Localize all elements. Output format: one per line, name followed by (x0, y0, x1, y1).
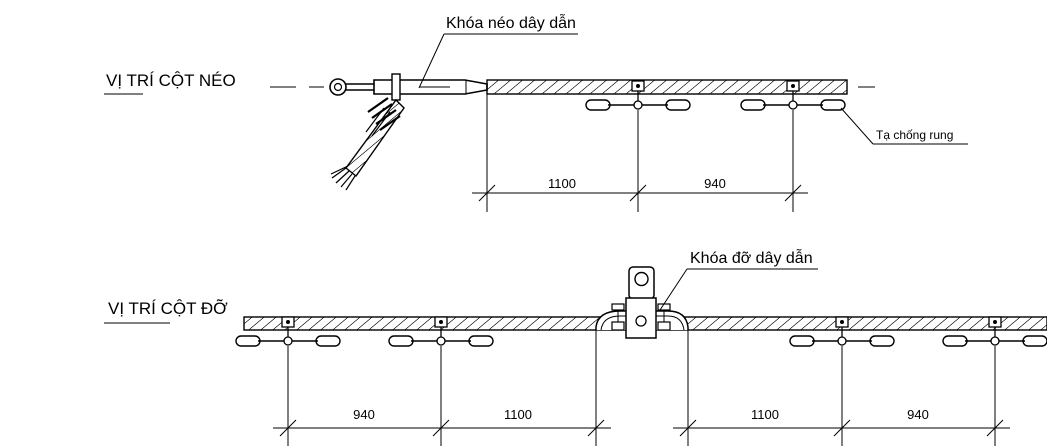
suspension-position-label: VỊ TRÍ CỘT ĐỠ (108, 299, 228, 318)
dead-end-position-label: VỊ TRÍ CỘT NÉO (106, 71, 236, 90)
suspension-clamp-callout: Khóa đỡ dây dẫn (659, 248, 818, 311)
tension-clamp (373, 73, 488, 101)
suspension-clamp-label: Khóa đỡ dây dẫn (690, 248, 813, 267)
dimension-label: 940 (353, 407, 375, 422)
vibration-damper-label: Tạ chống rung (876, 128, 953, 142)
jumper-conductor (330, 97, 405, 191)
dead-end-dimensions: 1100 940 (472, 94, 808, 212)
dimension-label: 1100 (548, 176, 576, 191)
dimension-label: 1100 (751, 407, 779, 422)
suspension-section: VỊ TRÍ CỘT ĐỠ (104, 248, 1047, 446)
tension-clamp-callout: Khóa néo dây dẫn (418, 13, 578, 89)
suspension-dimensions-right: 1100 940 (673, 330, 1010, 446)
vibration-damper-callout: Tạ chống rung (840, 107, 968, 145)
dimension-label: 1100 (504, 407, 532, 422)
tension-clamp-eye (329, 78, 374, 96)
conductor-dead-end (486, 79, 848, 95)
tension-clamp-label: Khóa néo dây dẫn (446, 13, 576, 32)
suspension-dimensions-left: 940 1100 (273, 330, 611, 446)
dimension-label: 940 (907, 407, 929, 422)
suspension-clamp (611, 266, 671, 339)
dimension-label: 940 (704, 176, 726, 191)
dead-end-section: VỊ TRÍ CỘT NÉO (104, 13, 968, 212)
